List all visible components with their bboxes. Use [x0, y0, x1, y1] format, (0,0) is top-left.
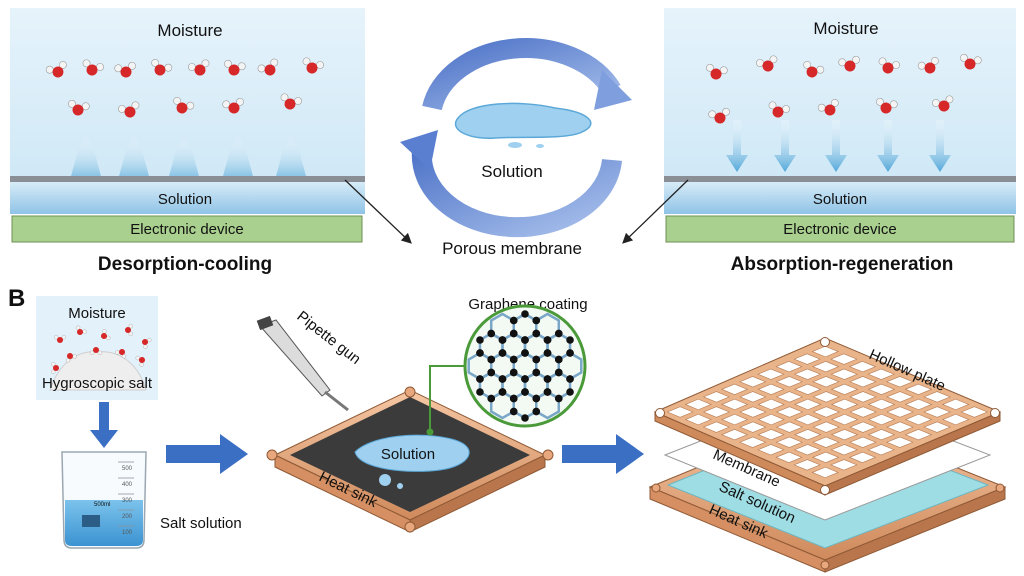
water-molecule-icon: [45, 61, 67, 78]
tray-solution-label: Solution: [381, 446, 435, 463]
solution-puddle: [455, 102, 592, 148]
graphene-lattice-icon: [426, 304, 587, 436]
device-label-left: Electronic device: [130, 221, 243, 238]
water-molecule-icon: [768, 101, 790, 118]
water-molecule-icon: [68, 99, 90, 116]
water-molecule-icon: [280, 93, 302, 110]
water-molecule-icon: [135, 355, 146, 367]
panel-b-label: B: [8, 285, 25, 312]
water-molecule-icon: [141, 337, 152, 349]
water-molecule-icon: [188, 59, 210, 76]
water-molecule-icon: [173, 97, 195, 114]
beaker-icon: 500 400 300 200 100 500ml: [61, 451, 147, 549]
water-molecule-icon: [54, 335, 66, 344]
water-molecule-icon: [151, 59, 173, 76]
cycle-solution-label: Solution: [481, 162, 542, 181]
water-molecule-icon: [82, 59, 104, 76]
water-molecule-icon: [51, 362, 60, 374]
water-molecules: [45, 53, 982, 124]
water-molecule-icon: [115, 348, 127, 359]
solution-label-right: Solution: [813, 191, 867, 208]
water-molecule-icon: [876, 97, 898, 114]
porous-membrane-label: Porous membrane: [442, 239, 582, 258]
water-molecule-icon: [222, 97, 244, 114]
solution-label-left: Solution: [158, 191, 212, 208]
water-molecule-icon: [878, 57, 900, 74]
right-arrow-icon-2: [562, 434, 644, 474]
hygroscopic-salt-box: Moisture Hygroscopic salt: [36, 296, 158, 400]
tray: [266, 386, 554, 533]
membrane-pointer-left: [344, 179, 412, 244]
beaker-mark-label: 100: [122, 530, 133, 536]
beaker-mark-label: 200: [122, 514, 133, 520]
moisture-label-right: Moisture: [813, 19, 878, 38]
graphene-coating-label: Graphene coating: [468, 296, 587, 313]
water-molecule-icon: [302, 57, 324, 74]
absorption-caption: Absorption-regeneration: [731, 254, 954, 275]
absorption-box: Moisture Solution Electronic device: [664, 8, 1016, 243]
vapor-arrows-down: [726, 120, 951, 172]
device-label-right: Electronic device: [783, 221, 896, 238]
membrane-pointer-right: [622, 179, 689, 244]
water-molecule-icon: [706, 63, 728, 80]
beaker-mark-label: 500: [122, 466, 133, 472]
desorption-box: Moisture Solution Electronic device: [10, 8, 365, 243]
water-molecule-icon: [224, 59, 246, 76]
water-molecule-icon: [960, 53, 982, 70]
beaker-mark-label: 300: [122, 498, 133, 504]
water-molecule-icon: [257, 58, 279, 76]
right-arrow-icon-1: [166, 434, 248, 474]
cycle-arrows: [400, 38, 632, 238]
water-molecule-icon: [90, 346, 102, 355]
water-molecule-icon: [803, 61, 825, 78]
beaker-volume-label: 500ml: [94, 502, 110, 508]
panel-b-moisture-label: Moisture: [68, 305, 126, 322]
down-arrow-icon: [90, 402, 118, 448]
pipette-gun-icon: [256, 315, 349, 412]
water-molecule-icon: [817, 99, 839, 116]
beaker-scale: 500 400 300 200 100: [118, 461, 134, 536]
salt-solution-label: Salt solution: [160, 515, 242, 532]
water-molecule-icon: [118, 101, 140, 118]
water-molecule-icon: [65, 352, 77, 363]
water-molecule-icon: [932, 95, 954, 112]
desorption-caption: Desorption-cooling: [98, 254, 272, 275]
water-molecule-icon: [75, 325, 87, 336]
hollow-plate: [653, 337, 1002, 496]
water-molecule-icon: [838, 55, 860, 72]
water-molecule-icon: [708, 107, 730, 124]
water-molecule-icon: [114, 61, 136, 78]
salt-water-molecules: [51, 324, 152, 374]
water-molecule-icon: [756, 55, 778, 72]
hygroscopic-salt-label: Hygroscopic salt: [42, 375, 153, 392]
moisture-label-left: Moisture: [157, 21, 222, 40]
vapor-beams-up: [70, 135, 307, 180]
water-molecule-icon: [917, 57, 939, 74]
beaker-mark-label: 400: [122, 482, 133, 488]
water-molecule-icon: [124, 324, 133, 336]
water-molecule-icon: [100, 329, 111, 341]
